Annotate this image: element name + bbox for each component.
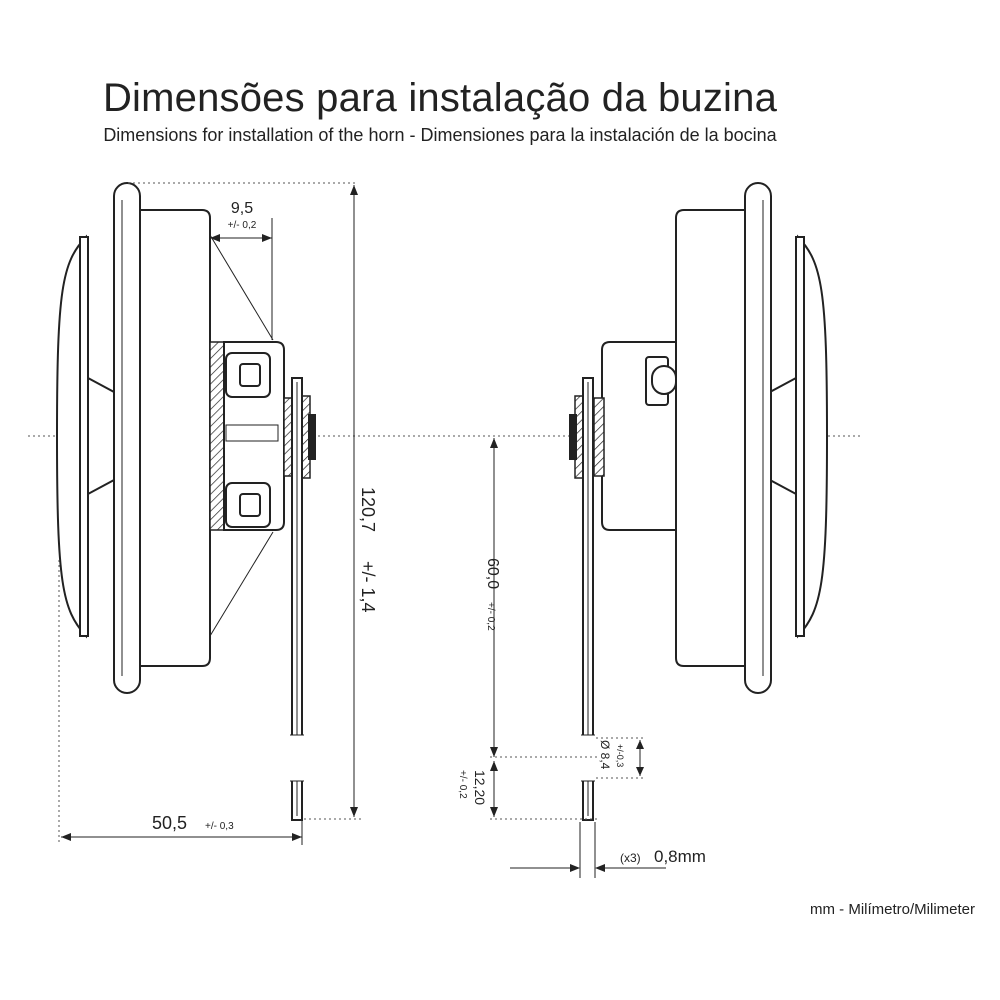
- page-title: Dimensões para instalação da buzina: [102, 76, 778, 120]
- height-tolerance: +/- 1,4: [358, 561, 378, 613]
- dimension-hole-diameter: Ø 8,4 +/-0,3: [596, 737, 645, 779]
- depth-value: 9,5: [231, 200, 253, 217]
- dimension-height: 120,7 +/- 1,4: [128, 182, 378, 820]
- dimension-width: 50,5 +/- 0,3: [58, 560, 303, 845]
- center-value: 60,0: [484, 558, 501, 589]
- page-subtitle: Dimensions for installation of the horn …: [103, 125, 777, 145]
- dimension-hole-to-bottom: 12,20 +/- 0,2: [457, 761, 600, 820]
- width-value: 50,5: [152, 813, 187, 833]
- horn-side-view-right: [569, 182, 829, 821]
- units-footer: mm - Milímetro/Milimeter: [810, 901, 975, 918]
- center-tolerance: +/- 0,2: [485, 602, 496, 631]
- hole-value: Ø 8,4: [598, 740, 612, 770]
- depth-tolerance: +/- 0,2: [228, 220, 257, 231]
- bottom-value: 12,20: [472, 770, 488, 805]
- width-tolerance: +/- 0,3: [205, 821, 234, 832]
- thickness-value: 0,8mm: [654, 847, 706, 866]
- thickness-prefix: (x3): [620, 851, 641, 865]
- height-value: 120,7: [358, 487, 378, 532]
- dimension-thickness: (x3) 0,8mm: [510, 822, 706, 878]
- horn-side-view-left: [55, 182, 316, 821]
- bottom-tolerance: +/- 0,2: [457, 770, 468, 799]
- dimension-center-to-hole: 60,0 +/- 0,2: [484, 438, 600, 758]
- hole-tolerance: +/-0,3: [615, 744, 625, 767]
- dimension-depth: 9,5 +/- 0,2: [210, 200, 273, 340]
